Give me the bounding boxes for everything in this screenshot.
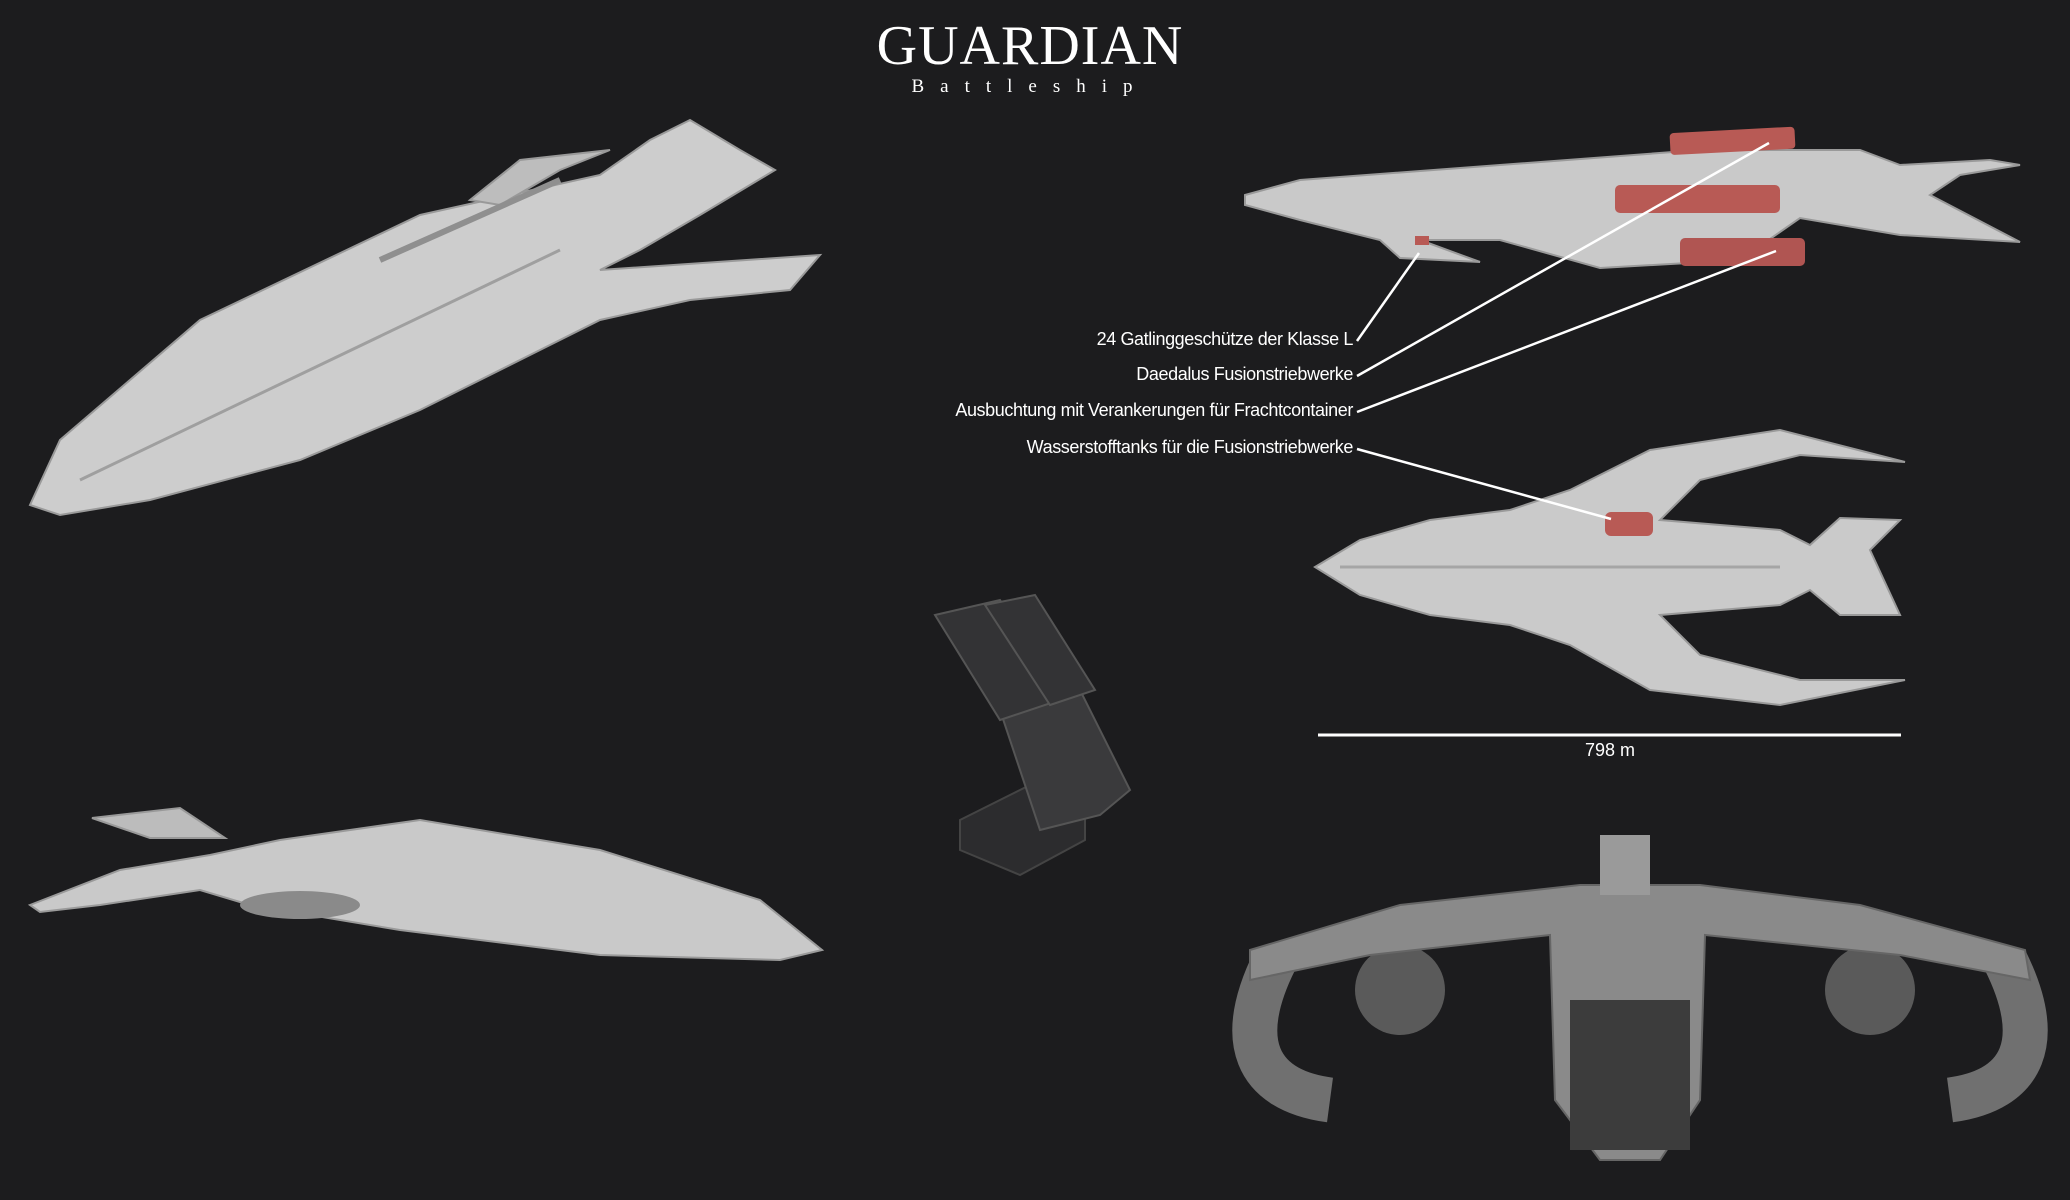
callout-line-tanks: [1356, 447, 1612, 521]
scale-bar-label: 798 m: [1584, 740, 1636, 760]
ship-top-view: [1313, 428, 1906, 707]
callout-cargo-bulge: Ausbuchtung mit Verankerungen für Fracht…: [955, 400, 1353, 420]
callout-line-cargo: [1356, 249, 1777, 414]
ship-side-view-right: [1244, 126, 2021, 270]
ship-perspective-view: [28, 118, 823, 517]
callout-lines: [1355, 141, 1777, 521]
callout-line-gatling: [1355, 252, 1421, 342]
page-subtitle: Battleship: [911, 76, 1149, 97]
page-title: GUARDIAN: [876, 15, 1184, 77]
gatling-turret-render: [933, 593, 1132, 877]
ship-side-view-left: [27, 806, 825, 962]
callout-hydrogen-tanks: Wasserstofftanks für die Fusionstriebwer…: [1026, 437, 1354, 457]
callout-fusion-engines: Daedalus Fusionstriebwerke: [1136, 364, 1353, 384]
callout-line-engines: [1356, 141, 1770, 378]
callout-gatling-guns: 24 Gatlinggeschütze der Klasse L: [1096, 329, 1354, 349]
ship-rear-view: [1232, 835, 2048, 1161]
